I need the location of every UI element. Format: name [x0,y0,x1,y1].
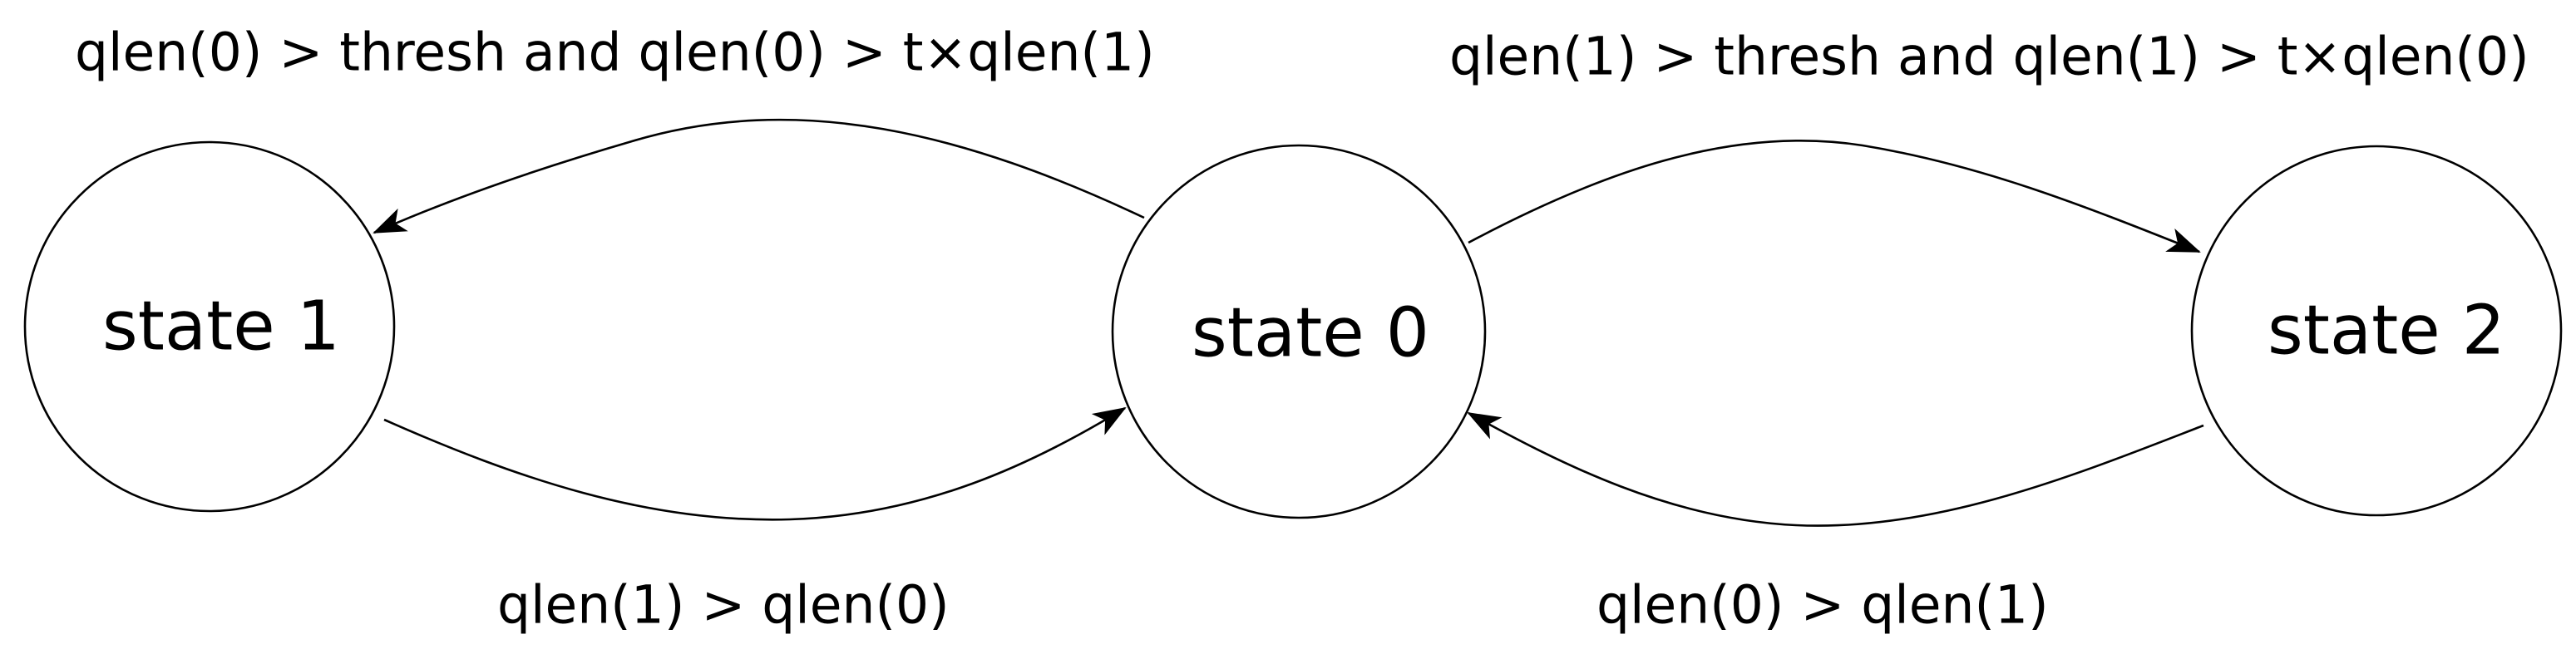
edge-state0-to-state1 [373,118,1145,234]
node-state2-circle [2190,145,2563,517]
edge-state1-to-state0 [383,406,1127,521]
edge-label-state0-to-state1: qlen(0) > thresh and qlen(0) > t×qlen(1) [75,22,1155,83]
edge-label-state0-to-state2: qlen(1) > thresh and qlen(1) > t×qlen(0) [1449,27,2529,87]
node-state1-label: state 1 [102,288,340,366]
edge-label-state2-to-state0: qlen(0) > qlen(1) [1596,575,2049,636]
edge-state0-to-state2 [1468,140,2201,253]
edge-label-state1-to-state0: qlen(1) > qlen(0) [497,575,950,636]
node-state2-label: state 2 [2268,292,2505,371]
node-state1-circle [23,140,396,513]
node-state2: state 2 [2190,145,2563,517]
node-state0: state 0 [1111,144,1487,519]
node-state0-circle [1111,144,1487,519]
node-state0-label: state 0 [1192,294,1429,373]
node-state1: state 1 [23,140,396,513]
edge-state2-to-state0 [1467,411,2204,527]
